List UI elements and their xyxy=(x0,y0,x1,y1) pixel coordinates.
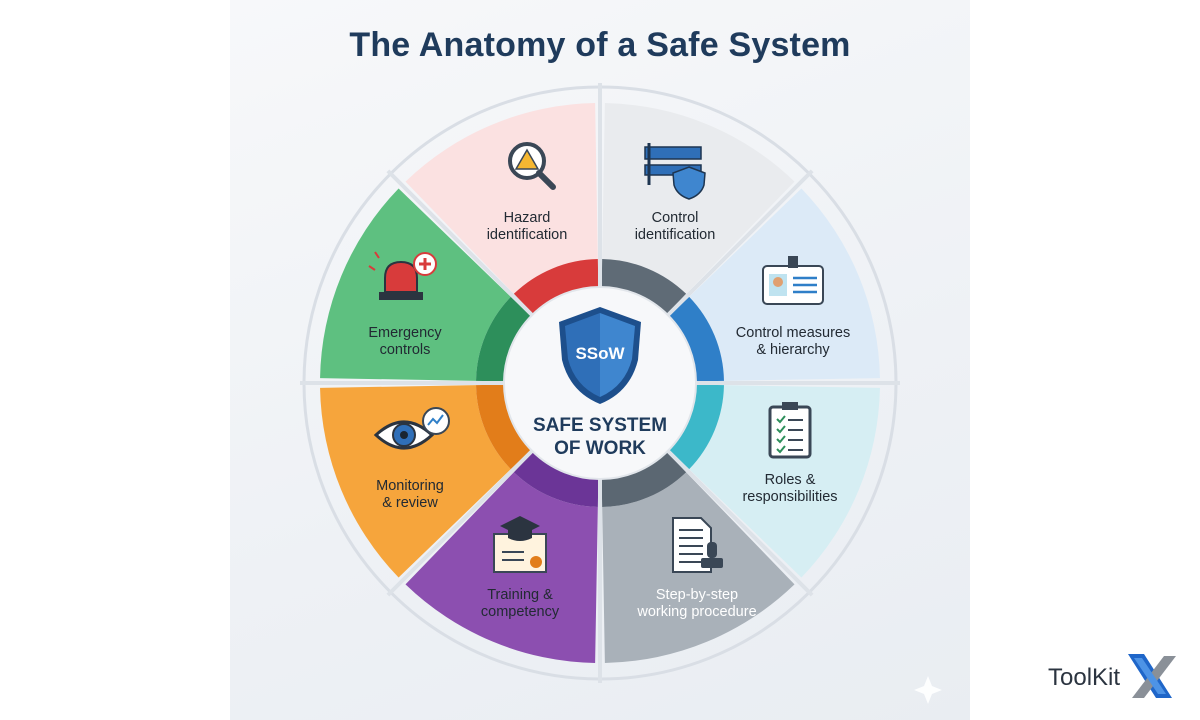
segment-arc-control-measures xyxy=(669,384,724,470)
segment-divider xyxy=(386,449,534,597)
center-title-line2: OF WORK xyxy=(554,438,646,459)
segment-arc-step-by-step-procedure xyxy=(513,452,599,507)
segment-emergency-controls xyxy=(405,103,598,294)
segment-label-control-measures: Control measures xyxy=(736,325,850,341)
segment-divider xyxy=(666,169,814,317)
segment-label-roles-responsibilities: Roles & xyxy=(765,472,816,488)
segment-label-step-by-step-procedure: Step-by-step xyxy=(656,587,738,603)
id-badge-icon xyxy=(762,256,824,305)
segment-label-monitoring-review: Monitoring xyxy=(376,478,444,494)
segment-label-monitoring-review: & review xyxy=(382,495,438,511)
logo-x-mark-icon xyxy=(1128,654,1176,698)
graduation-certificate-icon xyxy=(493,516,547,573)
center-title-line1: SAFE SYSTEM xyxy=(533,415,667,436)
magnifier-warning-icon xyxy=(508,142,556,190)
segment-training-competency xyxy=(320,385,511,578)
segment-label-emergency-controls: Emergency xyxy=(368,325,442,341)
segment-label-hazard-identification: Hazard xyxy=(504,210,551,226)
segment-label-step-by-step-procedure: working procedure xyxy=(636,604,756,620)
segment-control-measures xyxy=(689,385,880,578)
segment-label-emergency-controls: controls xyxy=(380,342,431,358)
segment-label-roles-responsibilities: responsibilities xyxy=(742,489,837,505)
ssow-badge-text: SSoW xyxy=(575,344,625,363)
segment-label-training-competency: Training & xyxy=(487,587,553,603)
segment-label-control-identification: Control xyxy=(652,210,699,226)
segment-arc-roles-responsibilities xyxy=(601,452,687,507)
segment-label-control-measures: & hierarchy xyxy=(756,342,830,358)
segment-divider xyxy=(666,449,814,597)
segment-arc-monitoring-review xyxy=(476,296,531,382)
document-stamp-icon xyxy=(672,517,723,573)
clipboard-checklist-icon xyxy=(768,402,812,459)
segment-label-control-identification: identification xyxy=(635,227,716,243)
page-title: The Anatomy of a Safe System xyxy=(349,26,851,64)
ssow-shield-icon xyxy=(559,307,641,404)
segment-arc-hazard-identification xyxy=(601,259,687,314)
sparkle-icon xyxy=(914,676,942,704)
segment-label-hazard-identification: identification xyxy=(487,227,568,243)
segment-arc-control-identification xyxy=(669,296,724,382)
segment-divider xyxy=(386,169,534,317)
segment-arc-training-competency xyxy=(476,384,531,470)
alarm-siren-icon xyxy=(368,251,437,300)
logo-text: ToolKit xyxy=(1048,664,1121,691)
segment-label-training-competency: competency xyxy=(481,604,560,620)
eye-chart-icon xyxy=(373,407,450,450)
segment-arc-emergency-controls xyxy=(513,259,599,314)
toolkit-logo: ToolKit xyxy=(1048,650,1188,700)
barrier-shield-icon xyxy=(644,143,706,200)
